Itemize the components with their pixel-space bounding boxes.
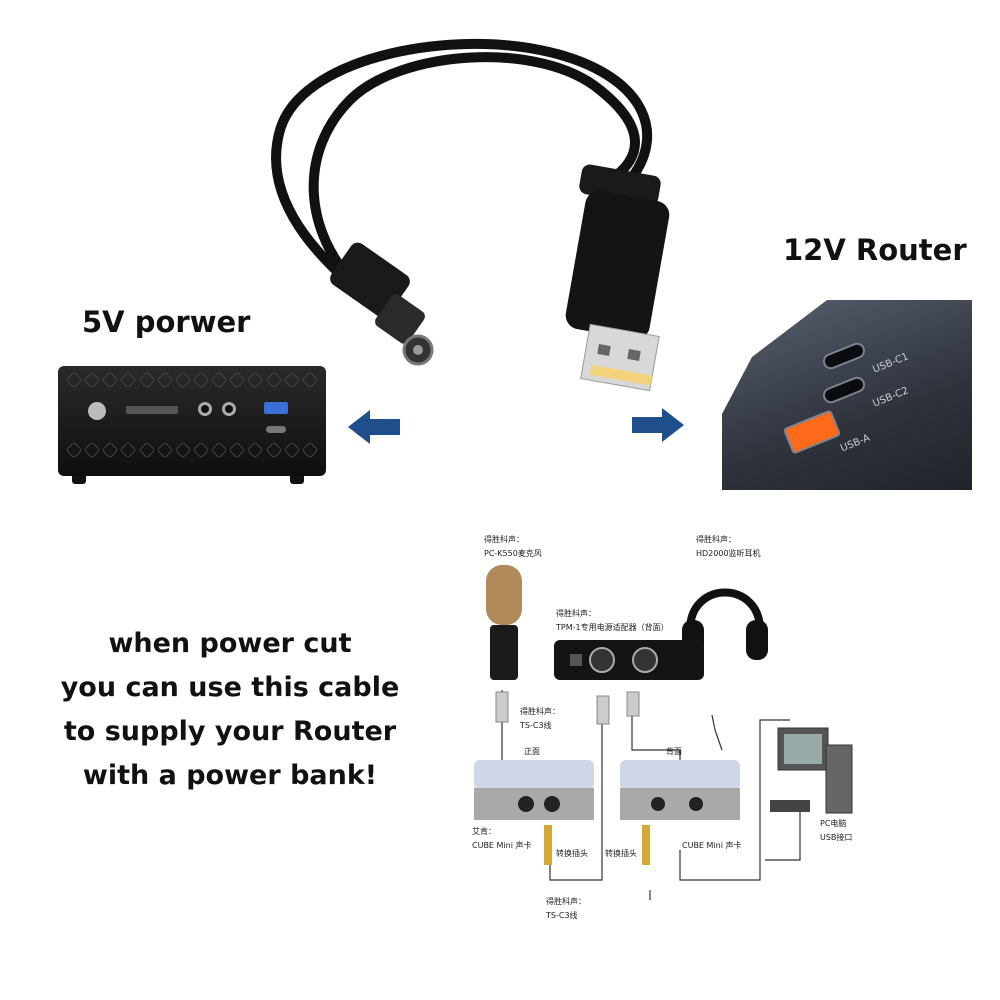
- pc-port-label: USB接口: [820, 833, 853, 842]
- caption-line: with a power bank!: [82, 760, 378, 791]
- mic-brand-label: 得胜科声：: [484, 535, 524, 544]
- headphone-model-label: HD2000监听耳机: [696, 549, 761, 558]
- headphone-brand-label: 得胜科声：: [696, 535, 736, 544]
- adapter-model-label: TPM-1专用电源适配器（背面）: [556, 623, 669, 632]
- arrow-left-icon: [348, 410, 400, 444]
- router-charger-image: USB-C1 USB-C2 USB-A: [722, 300, 972, 490]
- cable1-model-label: TS-C3线: [520, 721, 552, 730]
- mic-model-label: PC-K550麦克风: [484, 549, 542, 558]
- usb-plug-icon: [565, 164, 670, 392]
- dc-plug-icon: [330, 242, 434, 366]
- sound-card-front-icon: [474, 760, 594, 820]
- card-right-model-label: CUBE Mini 声卡: [682, 841, 742, 850]
- card-left-brand-label: 艾肯：: [472, 827, 496, 836]
- microphone-icon: [486, 565, 522, 680]
- port-label-c1: USB-C1: [871, 351, 911, 376]
- mini-pc-device: [58, 366, 326, 484]
- power-button-icon: [88, 402, 106, 420]
- converter-left-label: 转换插头: [556, 849, 588, 858]
- converter-right-label: 转换插头: [605, 849, 637, 858]
- cable1-brand-label: 得胜科声：: [520, 707, 560, 716]
- usb-port-icon: [264, 402, 288, 414]
- label-12v-router: 12V Router: [783, 233, 967, 267]
- usb-c2-port-icon: [820, 374, 868, 406]
- connection-diagram: 得胜科声： PC-K550麦克风 得胜科声： HD2000监听耳机 得胜科声： …: [460, 520, 860, 930]
- card-left-model-label: CUBE Mini 声卡: [472, 841, 532, 850]
- audio-port-icon: [198, 402, 212, 416]
- port-label-c2: USB-C2: [871, 385, 911, 410]
- usb-c-port-icon: [266, 426, 286, 433]
- arrow-right-icon: [632, 408, 684, 442]
- pc-icon: [770, 727, 853, 814]
- cable2-model-label: TS-C3线: [546, 911, 578, 920]
- port-label-a: USB-A: [839, 432, 872, 455]
- front-label: 正面: [524, 747, 540, 756]
- back-label: 背面: [666, 747, 682, 756]
- card-slot-icon: [126, 406, 178, 414]
- usb-c1-port-icon: [820, 340, 868, 372]
- caption-line: to supply your Router: [63, 716, 397, 747]
- caption-line: you can use this cable: [60, 672, 400, 703]
- caption-line: when power cut: [108, 628, 352, 659]
- caption-text: when power cut you can use this cable to…: [40, 622, 420, 798]
- sound-card-back-icon: [620, 760, 740, 820]
- adapter-brand-label: 得胜科声：: [556, 609, 596, 618]
- cable2-brand-label: 得胜科声：: [546, 897, 586, 906]
- pc-label: PC电脑: [820, 819, 847, 828]
- audio-port-icon: [222, 402, 236, 416]
- usb-dc-cable-image: [271, 38, 670, 392]
- usb-a-port-icon: [782, 409, 842, 455]
- label-5v-power: 5V porwer: [82, 305, 251, 339]
- power-adapter-icon: [554, 640, 704, 680]
